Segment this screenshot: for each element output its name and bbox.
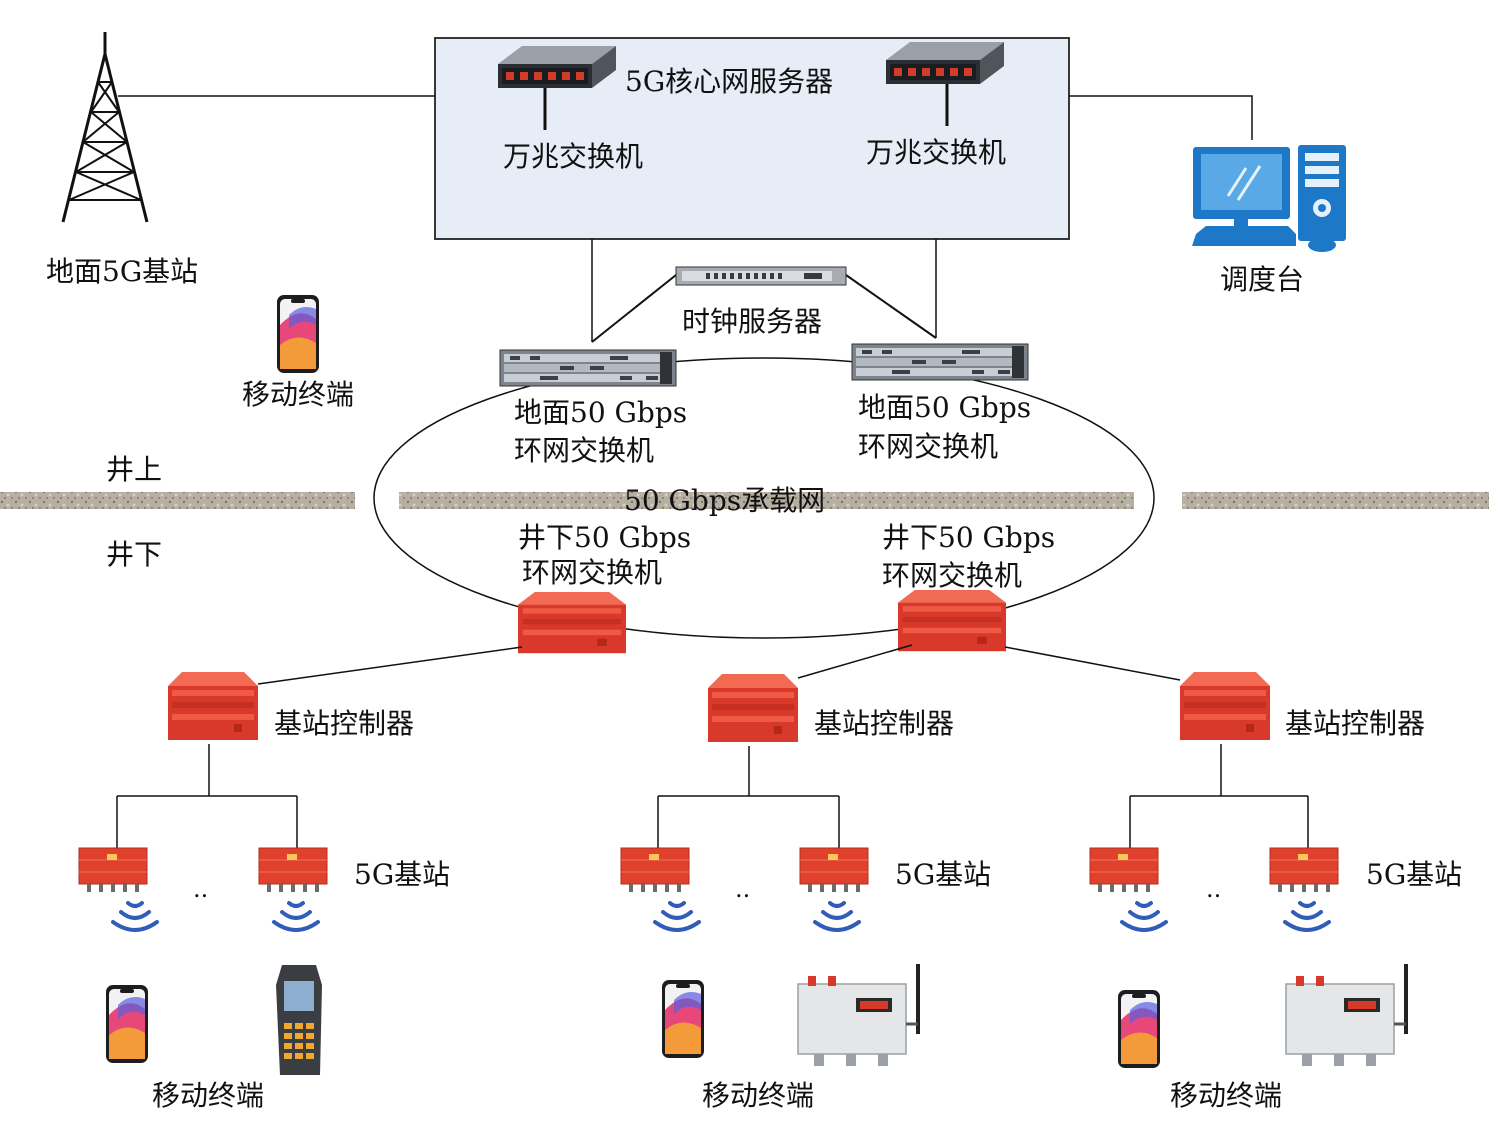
surface-ring-switch-right-line2: 环网交换机 (858, 430, 998, 463)
ring-ctrl1-link (257, 646, 523, 685)
bs-1-dots: .. (193, 875, 208, 903)
terminal-3-phone-icon (1118, 990, 1160, 1068)
terminal-1-scanner-icon (276, 965, 322, 1075)
bs-1a-icon (78, 847, 148, 893)
surface-ring-switch-right-line1: 地面50 Gbps (858, 391, 1031, 424)
tree-3 (1129, 744, 1309, 848)
wifi-2a-icon (653, 901, 701, 932)
clock-right-link (845, 274, 937, 339)
bs-3-dots: .. (1206, 875, 1221, 903)
dispatch-label: 调度台 (1220, 263, 1304, 296)
underground-ring-switch-left-line1: 井下50 Gbps (518, 521, 691, 554)
controller-2-icon (708, 674, 798, 742)
surface-phone-icon (277, 295, 319, 373)
bs-1b-icon (258, 847, 328, 893)
below-ground-label: 井下 (106, 538, 162, 571)
underground-ring-switch-left-line2: 环网交换机 (522, 556, 662, 589)
ring-network-label: 50 Gbps承载网 (624, 484, 825, 517)
terminal-3-sensor-icon (1284, 962, 1408, 1068)
strata-left (0, 492, 355, 509)
surface-ring-switch-right-icon (851, 343, 1029, 381)
bs-2-dots: .. (735, 875, 750, 903)
bs-1-label: 5G基站 (354, 858, 450, 891)
terminal-3-label: 移动终端 (1170, 1079, 1282, 1112)
bs-2a-icon (620, 847, 690, 893)
ring-ctrl2-link (797, 644, 913, 679)
surface-ring-switch-left-icon (499, 349, 677, 387)
bs-2b-icon (799, 847, 869, 893)
clock-server-label: 时钟服务器 (682, 305, 822, 338)
wifi-3a-icon (1120, 901, 1168, 932)
underground-ring-switch-right-line2: 环网交换机 (882, 559, 1022, 592)
strata-middle (399, 492, 1134, 509)
terminal-2-label: 移动终端 (702, 1079, 814, 1112)
surface-ring-switch-left-line2: 环网交换机 (514, 434, 654, 467)
surface-tower-icon (61, 30, 149, 224)
dispatch-computer-icon (1192, 145, 1346, 252)
terminal-1-label: 移动终端 (152, 1079, 264, 1112)
ring-network (373, 357, 1155, 639)
controller-1-label: 基站控制器 (274, 707, 414, 740)
terminal-2-phone-icon (662, 980, 704, 1058)
controller-2-label: 基站控制器 (814, 707, 954, 740)
bs-2-label: 5G基站 (895, 858, 991, 891)
underground-ring-switch-right-icon (897, 590, 1006, 652)
bs-3-label: 5G基站 (1366, 858, 1462, 891)
controller-3-icon (1180, 672, 1270, 740)
bs-3b-icon (1269, 847, 1339, 893)
clock-left-link (591, 274, 677, 343)
above-ground-label: 井上 (106, 453, 162, 486)
wifi-3b-icon (1283, 901, 1331, 932)
core-server-left-icon (498, 46, 616, 88)
surface-tower-label: 地面5G基站 (46, 255, 198, 288)
underground-ring-switch-left-icon (518, 592, 626, 654)
wifi-1a-icon (111, 901, 159, 932)
bs-3a-icon (1089, 847, 1159, 893)
controller-3-label: 基站控制器 (1285, 707, 1425, 740)
wifi-1b-icon (272, 901, 320, 932)
underground-ring-switch-right-line1: 井下50 Gbps (882, 521, 1055, 554)
tree-1 (116, 744, 298, 848)
ring-ctrl3-link (1004, 646, 1181, 681)
surface-ring-switch-left-line1: 地面50 Gbps (514, 396, 687, 429)
terminal-2-sensor-icon (796, 962, 920, 1068)
tree-2 (657, 746, 840, 848)
clock-server-icon (675, 266, 847, 286)
core-switch-right-label: 万兆交换机 (866, 136, 1006, 169)
strata-right (1182, 492, 1489, 509)
core-switch-left-label: 万兆交换机 (503, 140, 643, 173)
surface-mobile-label: 移动终端 (242, 378, 354, 411)
terminal-1-phone-icon (106, 985, 148, 1063)
wifi-2b-icon (813, 901, 861, 932)
core-server-right-icon (886, 42, 1004, 84)
core-dispatch-link (1069, 95, 1253, 140)
controller-1-icon (168, 672, 258, 740)
core-title: 5G核心网服务器 (625, 65, 833, 98)
